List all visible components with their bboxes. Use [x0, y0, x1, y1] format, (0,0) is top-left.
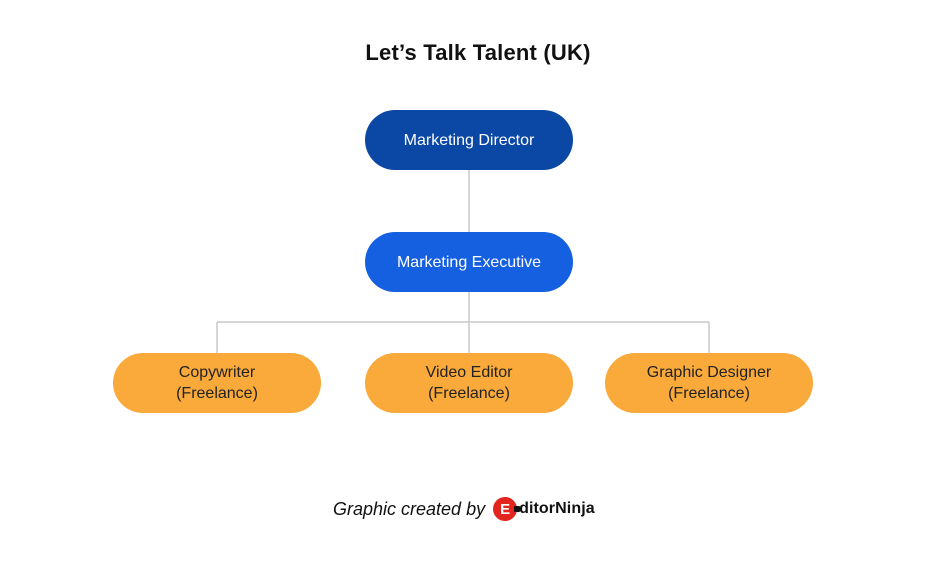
logo-wordmark: ditorNinja — [519, 500, 595, 517]
node-label-type: (Freelance) — [176, 385, 258, 402]
node-label-role: Copywriter — [178, 364, 256, 381]
node-graphic-designer: Graphic Designer (Freelance) — [605, 353, 813, 413]
credit-text: Graphic created by — [333, 498, 486, 519]
node-label: Copywriter (Freelance) — [176, 362, 258, 404]
node-label: Video Editor (Freelance) — [426, 362, 513, 404]
node-marketing-executive: Marketing Executive — [365, 232, 573, 292]
node-label: Marketing Director — [403, 131, 535, 149]
node-label: Graphic Designer (Freelance) — [647, 362, 772, 404]
node-label-role: Graphic Designer — [646, 364, 772, 381]
chart-title: Let’s Talk Talent (UK) — [365, 40, 591, 65]
node-video-editor: Video Editor (Freelance) — [365, 353, 573, 413]
node-label-type: (Freelance) — [668, 385, 750, 402]
node-marketing-director: Marketing Director — [365, 110, 573, 170]
node-label-role: Video Editor — [425, 364, 513, 381]
node-copywriter: Copywriter (Freelance) — [113, 353, 321, 413]
logo-mark-icon: E — [493, 497, 521, 521]
footer-credit: Graphic created by E ditorNinja — [333, 496, 595, 522]
node-label: Marketing Executive — [396, 253, 542, 271]
node-label-type: (Freelance) — [428, 385, 510, 402]
editorninja-logo: E ditorNinja — [493, 497, 595, 521]
